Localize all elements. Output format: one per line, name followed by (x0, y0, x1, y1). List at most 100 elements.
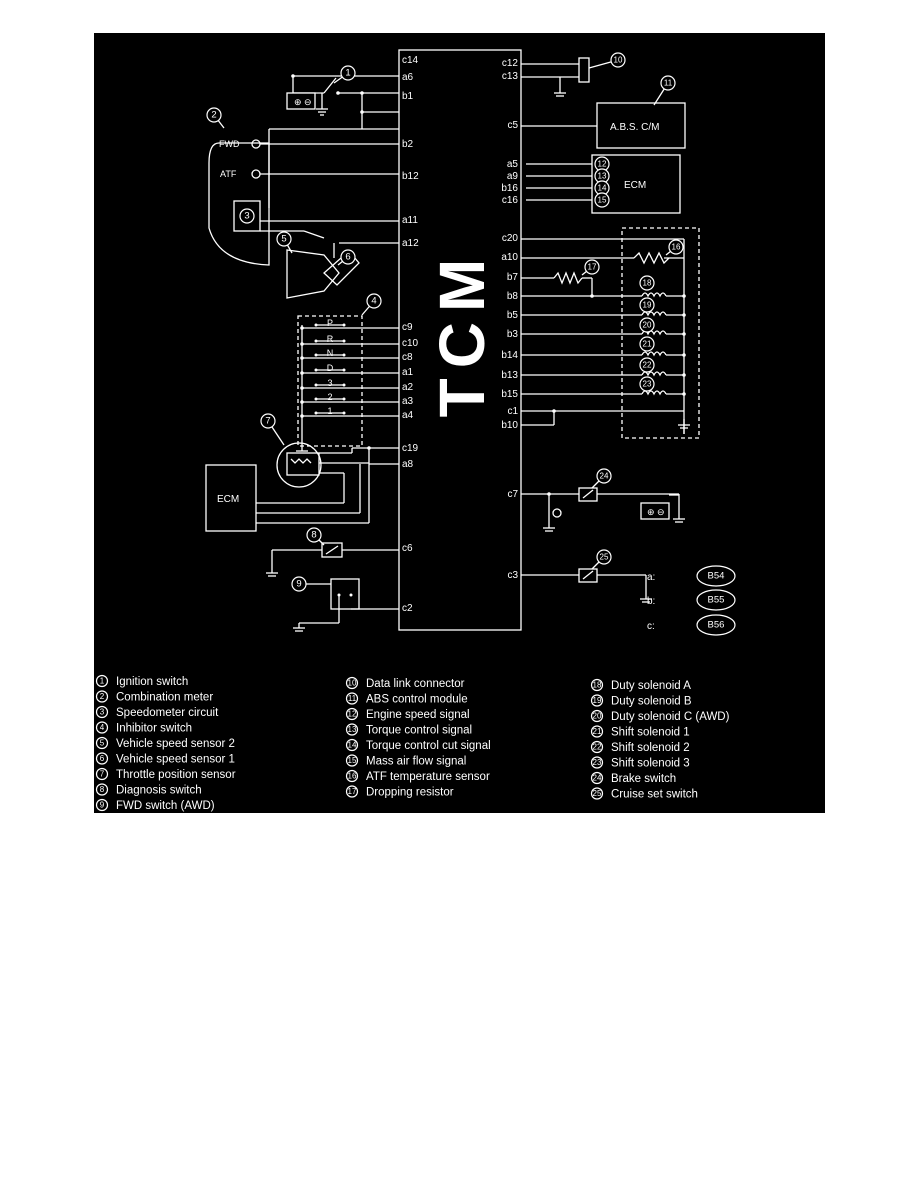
callout-number: 10 (614, 56, 623, 65)
pin-label-b1: b1 (402, 91, 414, 102)
callout-number: 19 (643, 301, 652, 310)
connector-oval (696, 614, 736, 636)
dropping-resistor-icon (553, 271, 583, 285)
legend-item-text: Duty solenoid A (611, 680, 691, 692)
connector-oval (696, 565, 736, 587)
legend-number-marker (590, 787, 604, 800)
connector-oval (696, 589, 736, 611)
callout-number: 9 (296, 579, 301, 590)
legend-number-marker (345, 707, 359, 721)
pin-label-c6: c6 (402, 543, 413, 554)
cruise-set-switch (521, 568, 652, 603)
callout-number: 15 (598, 196, 607, 205)
pin-label-a8: a8 (402, 459, 414, 470)
ecm-left-box (205, 464, 257, 532)
legend-number-marker (95, 690, 109, 703)
callout-number: 7 (265, 416, 270, 427)
legend-number-marker (590, 771, 604, 785)
pin-label-c8: c8 (402, 352, 413, 363)
vehicle-speed-sensor-2 (286, 249, 340, 299)
pin-label-c3: c3 (507, 570, 518, 581)
pin-label-a3: a3 (402, 396, 414, 407)
brake-switch: ⊕⊖ (521, 487, 685, 532)
legend-item-text: Data link connector (366, 678, 465, 690)
pin-label-c7: c7 (507, 489, 518, 500)
legend-number: 10 (348, 679, 357, 688)
callout-number: 25 (600, 553, 609, 562)
gear-position-label: N (327, 348, 334, 358)
callout-marker (596, 468, 612, 484)
callout-marker (594, 192, 610, 208)
legend-number: 16 (348, 772, 357, 781)
callout-number: 18 (643, 279, 652, 288)
callout-number: 23 (643, 380, 652, 389)
connector-name: B54 (708, 571, 725, 582)
connector-key: b: (647, 596, 655, 607)
legend-number: 13 (348, 725, 357, 734)
legend-number-marker (95, 674, 109, 688)
callout-marker (366, 293, 382, 309)
legend-item-text: Shift solenoid 2 (611, 742, 690, 754)
legend-number: 11 (348, 694, 357, 703)
pin-label-c12: c12 (502, 58, 519, 69)
pin-label-c1: c1 (507, 406, 518, 417)
legend-number: 17 (348, 787, 357, 796)
legend-item-text: Combination meter (116, 692, 213, 704)
legend-number: 21 (593, 727, 602, 736)
legend-item-text: Vehicle speed sensor 1 (116, 754, 235, 766)
pin-label-a2: a2 (402, 382, 414, 393)
throttle-position-sensor: ECM (205, 442, 399, 532)
pin-label-b12: b12 (402, 171, 419, 182)
legend-number: 7 (100, 770, 105, 779)
callout-marker (596, 549, 612, 565)
legend-number-marker (345, 785, 359, 798)
legend-number-marker (345, 692, 359, 705)
pin-label-c20: c20 (502, 233, 519, 244)
legend-number: 8 (100, 785, 105, 794)
legend-item-text: Duty solenoid C (AWD) (611, 711, 730, 723)
legend-item-text: Ignition switch (116, 676, 188, 688)
legend-number-marker (95, 767, 109, 781)
legend-number: 5 (100, 739, 105, 748)
legend-number: 22 (593, 743, 602, 752)
pin-label-b5: b5 (507, 310, 519, 321)
legend-item-text: Dropping resistor (366, 787, 454, 799)
atf-label: ATF (220, 169, 237, 179)
legend-number: 19 (593, 696, 602, 705)
legend-number: 20 (593, 712, 602, 721)
pin-label-c13: c13 (502, 71, 519, 82)
callout-marker (639, 297, 655, 313)
pin-label-b15: b15 (501, 389, 518, 400)
pin-label-b10: b10 (501, 420, 518, 431)
legend-number-marker (590, 756, 604, 769)
legend-number-marker (590, 678, 604, 692)
tcm-module (398, 49, 522, 631)
legend-item-text: Torque control cut signal (366, 740, 491, 752)
pin-label-a12: a12 (402, 238, 419, 249)
legend-number-marker (345, 754, 359, 767)
gear-position-label: 3 (327, 378, 332, 388)
pin-label-a5: a5 (507, 159, 519, 170)
legend-item-text: ABS control module (366, 694, 468, 706)
callout-number: 13 (598, 172, 607, 181)
callout-number: 12 (598, 160, 607, 169)
callout-number: 8 (311, 530, 316, 541)
atf-temperature-sensor-icon (633, 251, 670, 265)
svg-text:⊕: ⊕ (294, 97, 302, 107)
legend-number-marker (345, 676, 359, 690)
connector-name: B56 (708, 620, 725, 631)
solenoid-ground (521, 409, 690, 434)
callout-marker (291, 576, 307, 592)
pin-label-b8: b8 (507, 291, 519, 302)
combination-meter: FWD ATF (208, 112, 399, 266)
callout-marker (340, 65, 356, 81)
callout-number: 11 (664, 79, 673, 88)
legend-number: 14 (348, 741, 357, 750)
legend-number-marker (345, 769, 359, 783)
callout-marker (639, 275, 655, 291)
ecm-left-label: ECM (217, 494, 239, 505)
legend-number-marker (95, 783, 109, 796)
